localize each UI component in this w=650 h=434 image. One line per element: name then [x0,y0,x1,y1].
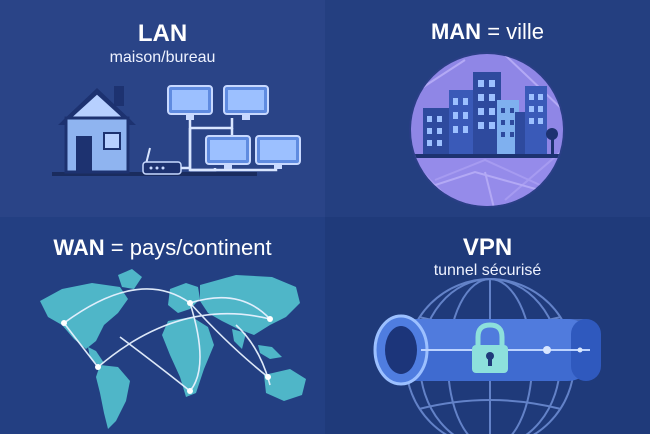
man-title: MAN [430,19,482,44]
lan-panel: LAN maison/bureau [0,0,325,217]
vpn-illustration [373,278,601,434]
wan-nodes [61,300,273,394]
lan-title: LAN [137,20,188,47]
vpn-title: VPN [462,234,513,261]
world-map-icon [40,269,306,429]
city-icon [409,52,565,208]
monitor-icon [223,85,269,120]
wan-title-row: WAN = pays/continent [0,237,325,259]
man-panel: MAN = ville [325,0,650,217]
wan-title-suffix: = pays/continent [110,235,272,260]
man-title-suffix: = ville [487,19,545,44]
man-illustration [409,52,565,208]
monitor-icon [255,135,301,169]
lan-illustration [52,85,301,176]
wan-title: WAN [53,235,105,260]
house-icon [58,86,136,174]
monitor-icon [205,135,251,169]
monitor-icon [167,85,213,120]
man-title-row: MAN = ville [325,21,650,43]
wan-illustration [40,269,306,429]
router-icon [142,147,182,175]
lock-icon [472,322,508,373]
wan-panel: WAN = pays/continent [0,217,325,434]
vpn-panel: VPN tunnel sécurisé [325,217,650,434]
lan-subtitle: maison/bureau [109,49,216,66]
vpn-subtitle: tunnel sécurisé [433,262,542,279]
